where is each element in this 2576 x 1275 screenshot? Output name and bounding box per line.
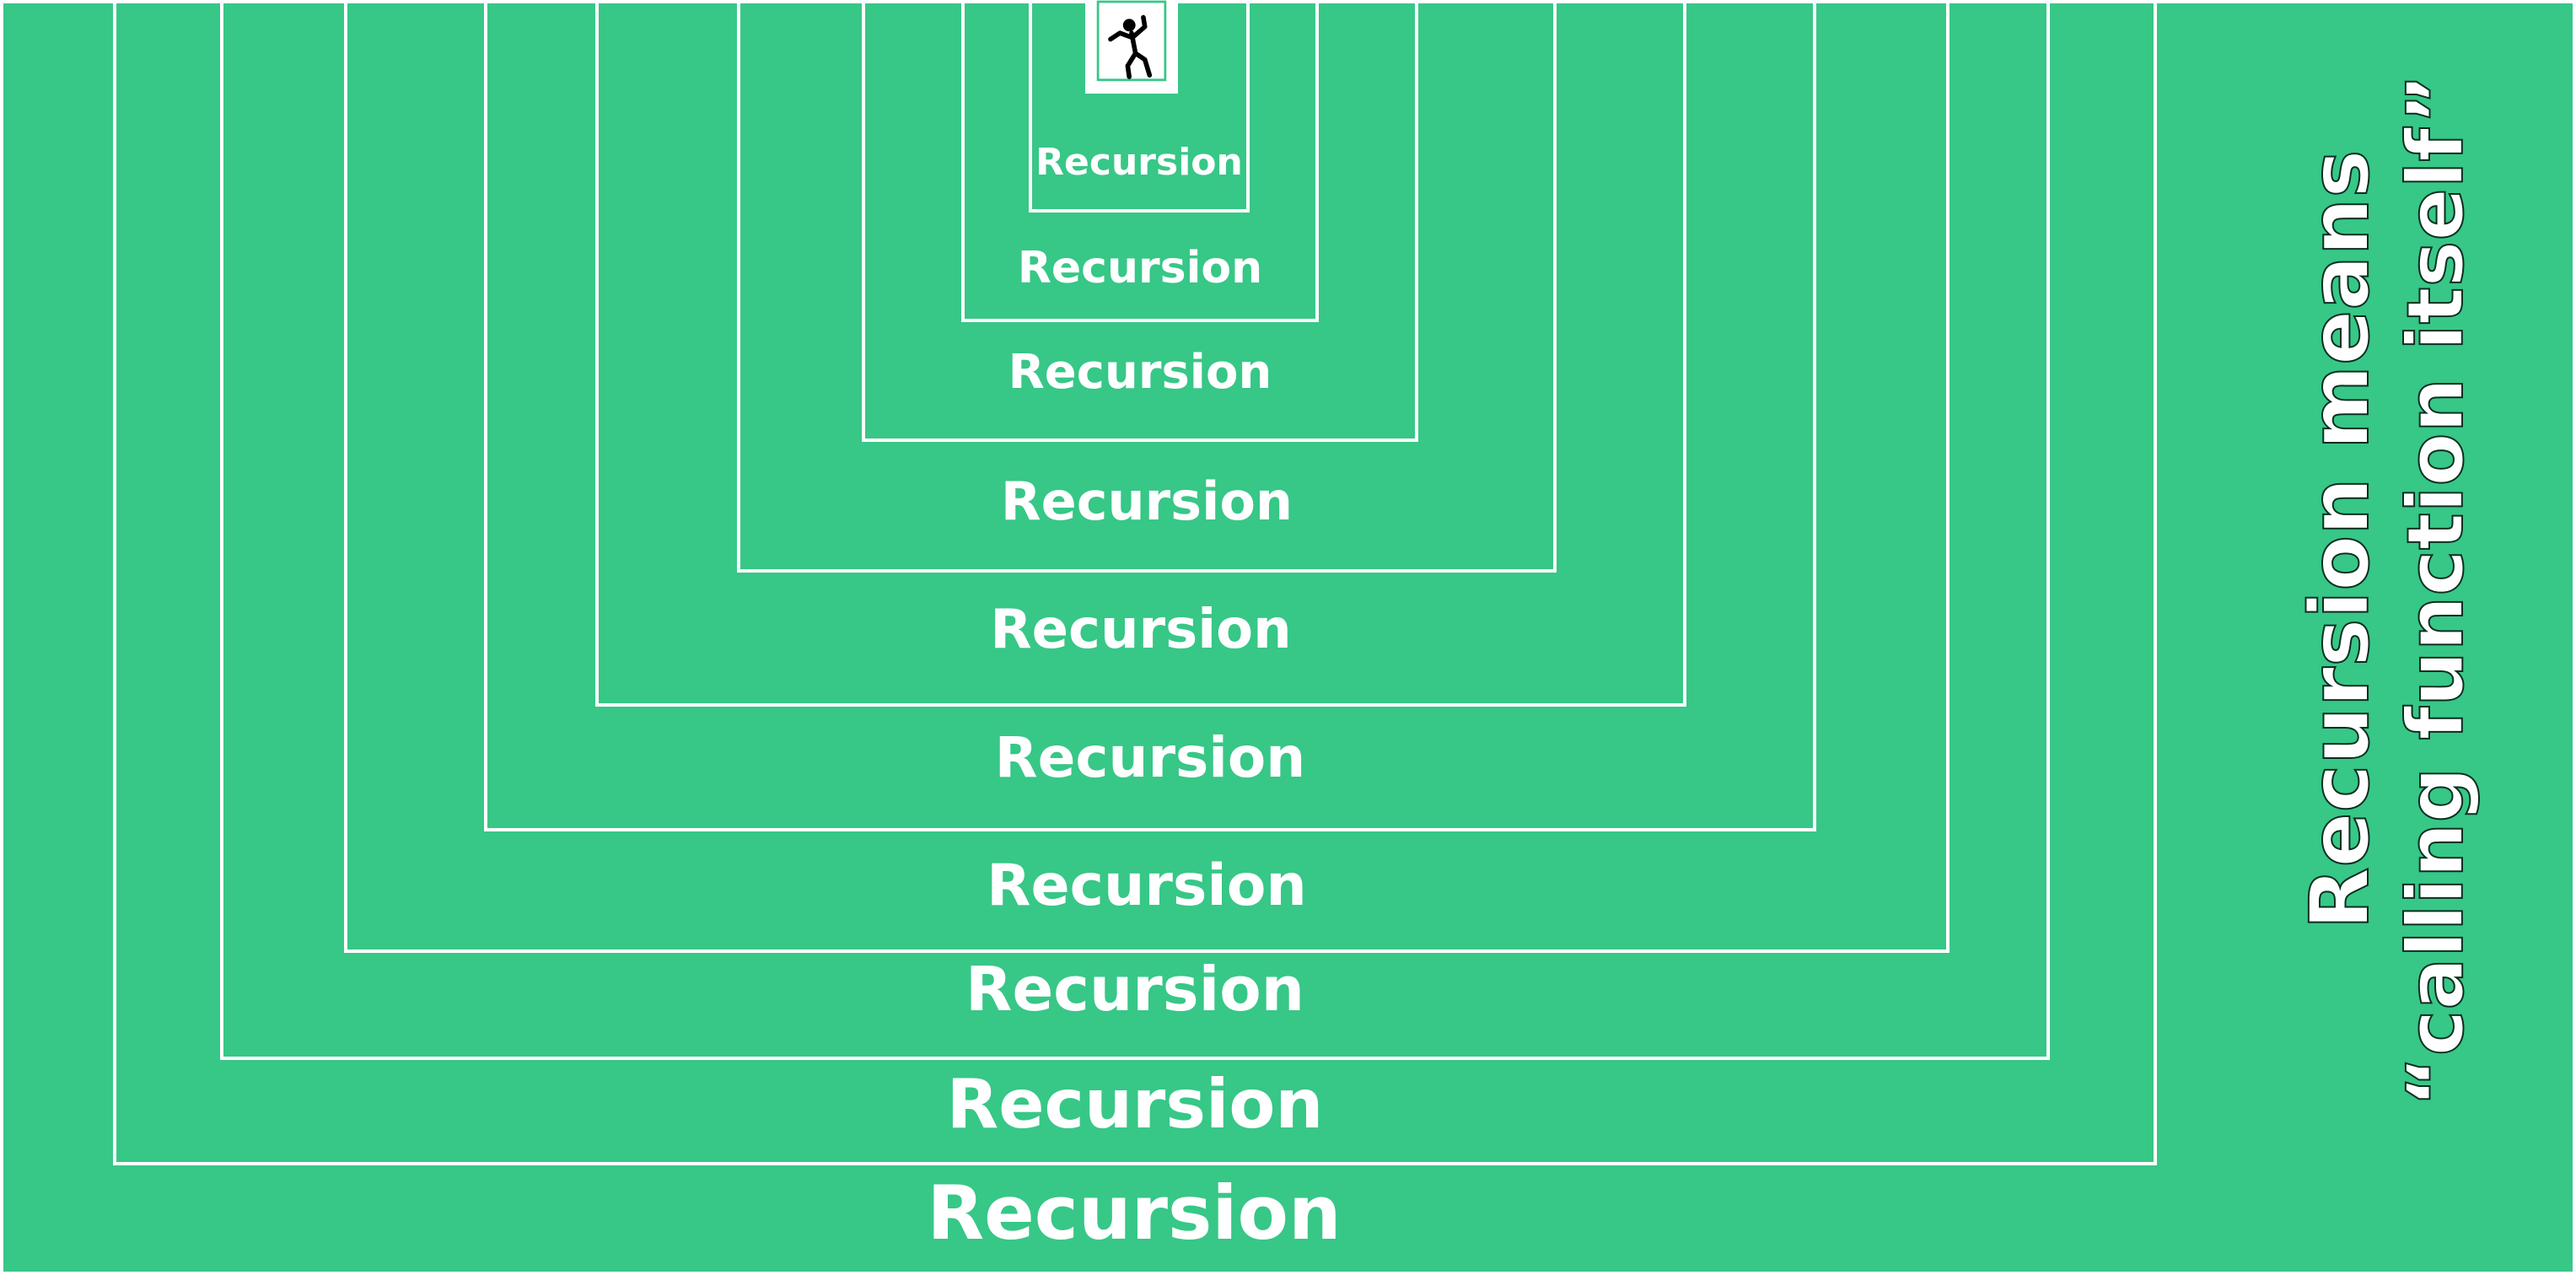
dancing-stick-figure-icon — [1089, 0, 1175, 89]
recursion-frame-level-2: Recursion — [220, 0, 2050, 1060]
recursion-label-level-6: Recursion — [1000, 471, 1293, 532]
recursion-label-level-9: Recursion — [1035, 141, 1243, 184]
recursion-label-level-7: Recursion — [1008, 345, 1272, 400]
recursion-label-level-5: Recursion — [990, 599, 1292, 661]
recursion-label-level-2: Recursion — [965, 954, 1304, 1025]
recursion-frame-level-6: Recursion — [737, 0, 1557, 573]
recursion-frame-level-5: Recursion — [595, 0, 1686, 707]
recursion-frame-level-7: Recursion — [862, 0, 1418, 442]
recursion-label-level-4: Recursion — [994, 725, 1306, 790]
recursion-frame-level-3: Recursion — [344, 0, 1949, 953]
side-caption: Recursion means “calling function itself… — [2277, 0, 2576, 1275]
recursion-frame-level-9: Recursion — [1029, 0, 1250, 212]
recursion-label-level-1: Recursion — [946, 1065, 1324, 1143]
side-caption-line-2: “calling function itself” — [2390, 73, 2481, 1106]
innermost-figure-box — [1085, 0, 1178, 94]
recursion-label-level-3: Recursion — [987, 853, 1307, 919]
recursion-frame-level-1: Recursion — [113, 0, 2157, 1165]
recursion-label-level-8: Recursion — [1017, 243, 1263, 293]
recursion-frame-level-4: Recursion — [484, 0, 1816, 831]
side-caption-line-1: Recursion means — [2293, 150, 2387, 930]
recursion-label-level-0: Recursion — [927, 1170, 1342, 1256]
recursion-frame-level-8: Recursion — [961, 0, 1319, 322]
